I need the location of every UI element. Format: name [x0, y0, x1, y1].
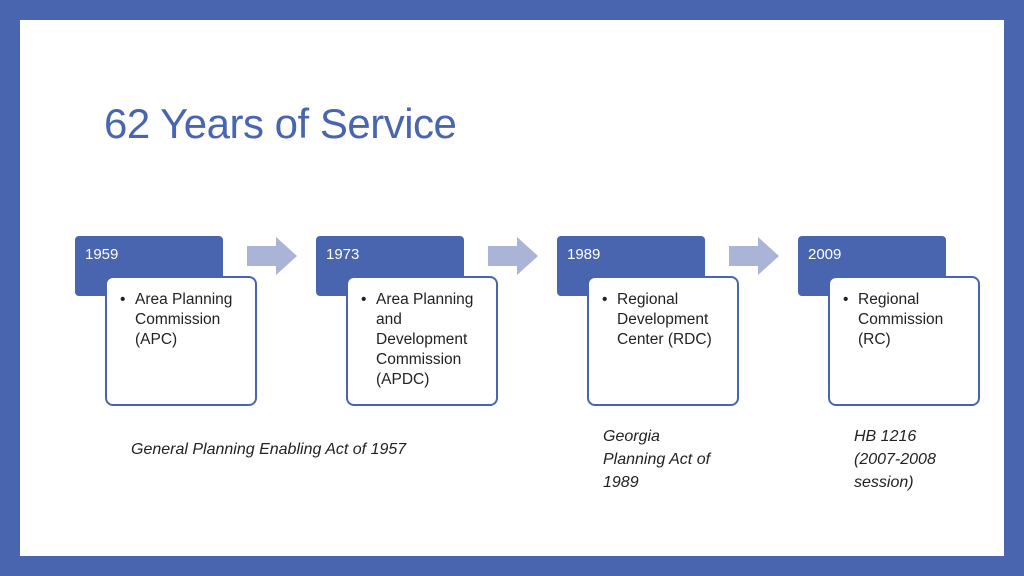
description-box-2009: Regional Commission (RC) [828, 276, 980, 406]
description-item: Area Planning Commission (APC) [120, 290, 247, 350]
year-label: 1973 [326, 246, 360, 263]
arrow-right-icon [488, 237, 538, 275]
note-georgia-planning-act: Georgia Planning Act of 1989 [603, 428, 711, 491]
description-item: Regional Commission (RC) [843, 290, 970, 350]
slide: 62 Years of Service 1959 Area Planning C… [20, 20, 1004, 556]
note-hb-1216: HB 1216 (2007-2008 session) [854, 428, 936, 491]
year-label: 1989 [567, 246, 601, 263]
description-item: Regional Development Center (RDC) [602, 290, 729, 350]
arrow-right-icon [729, 237, 779, 275]
description-box-1959: Area Planning Commission (APC) [105, 276, 257, 406]
year-label: 1959 [85, 246, 119, 263]
slide-title: 62 Years of Service [104, 100, 457, 147]
note-general-planning-act: General Planning Enabling Act of 1957 [131, 441, 407, 458]
arrow-right-icon [247, 237, 297, 275]
description-box-1973: Area Planning and Development Commission… [346, 276, 498, 406]
description-item: Area Planning and Development Commission… [361, 290, 488, 390]
year-label: 2009 [808, 246, 842, 263]
description-box-1989: Regional Development Center (RDC) [587, 276, 739, 406]
